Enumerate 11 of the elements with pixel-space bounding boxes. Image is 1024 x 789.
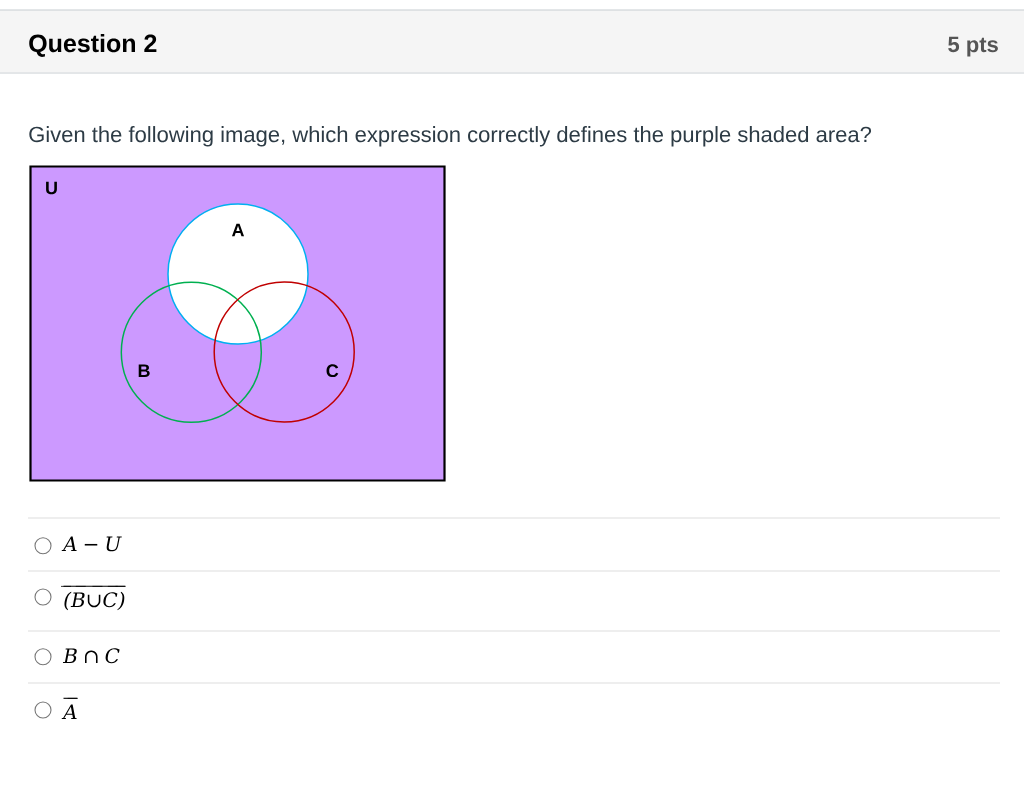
set-label: B xyxy=(138,364,150,377)
answer-option: A − U xyxy=(61,536,122,552)
set-label: C xyxy=(326,364,339,378)
answer-option: A̅ xyxy=(61,697,78,719)
question-title: Question 2 xyxy=(29,33,157,57)
points-label: 5 pts xyxy=(948,36,998,57)
answer-option: (̅B̅∪̅C̅)̅ xyxy=(61,585,126,611)
answer-option: B ∩ C xyxy=(62,648,120,664)
question-text: Given the following image, which expression correctly defines the purple shaded area? xyxy=(29,126,872,147)
set-label: A xyxy=(231,223,245,237)
set-label: U xyxy=(46,181,57,195)
